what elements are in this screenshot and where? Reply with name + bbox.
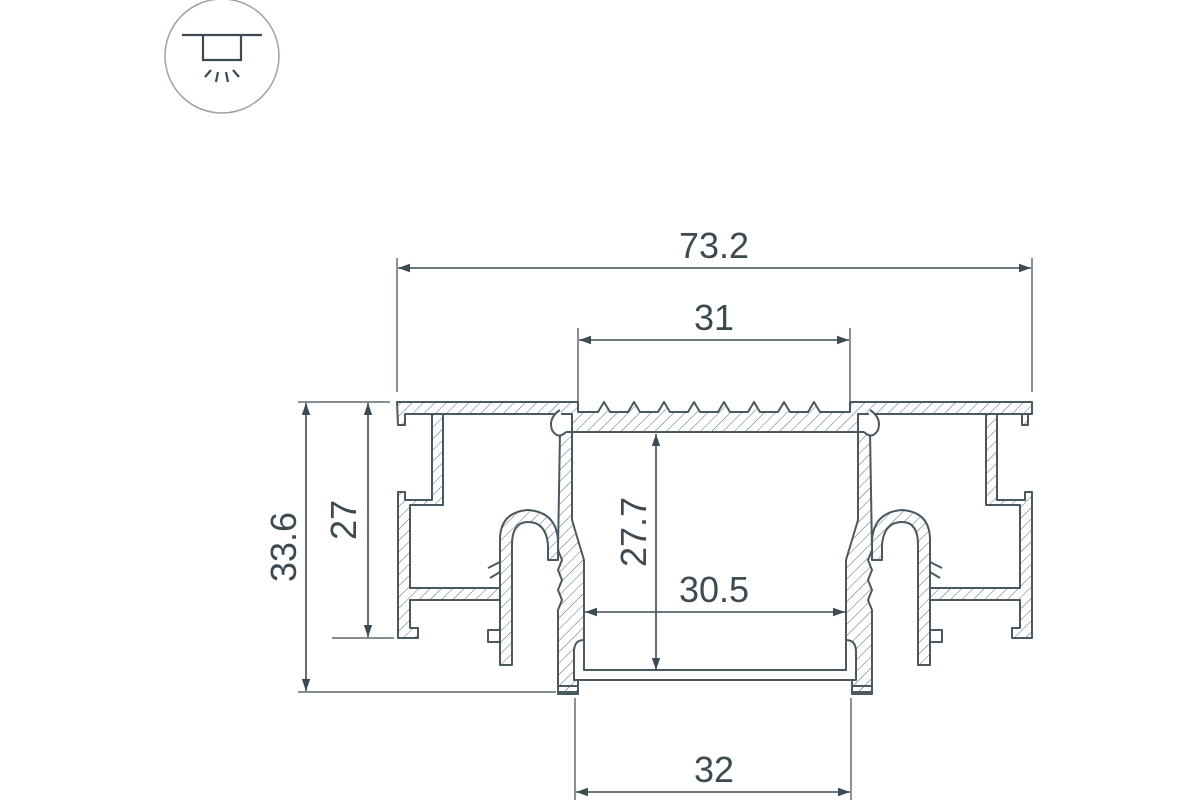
- dimension-inner-depth: 27.7: [613, 434, 661, 670]
- dim-label-top-opening: 31: [694, 297, 734, 338]
- dim-label-overall-width: 73.2: [679, 225, 749, 266]
- dim-label-flange-height: 27: [323, 500, 364, 540]
- dim-label-inner-depth: 27.7: [613, 497, 654, 567]
- dim-label-overall-height: 33.6: [263, 512, 304, 582]
- aluminium-profile: [396, 401, 1033, 695]
- dim-label-inner-width: 30.5: [679, 569, 749, 610]
- dimension-inner-width: 30.5: [585, 569, 845, 617]
- dimension-overall-width: 73.2: [396, 225, 1033, 392]
- dimension-bottom-width: 32: [574, 698, 852, 800]
- recessed-light-icon: [164, 0, 280, 114]
- dim-label-bottom-width: 32: [694, 749, 734, 790]
- dimension-overall-height: 33.6: [263, 401, 556, 693]
- dimension-top-opening: 31: [577, 297, 851, 402]
- dimension-flange-height: 27: [323, 403, 394, 639]
